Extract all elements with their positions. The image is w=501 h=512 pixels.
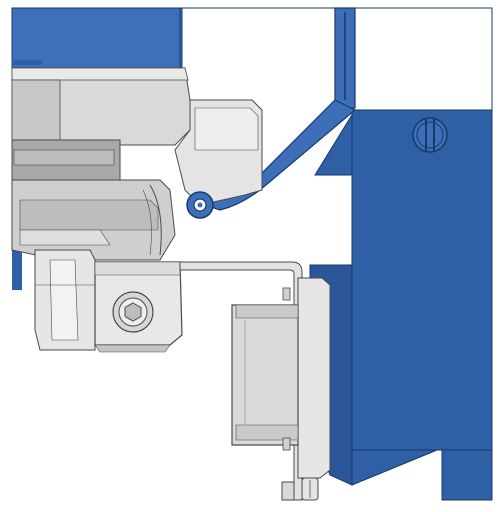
connector [231,277,331,501]
hex-socket-screw-icon [112,291,154,333]
blue-top-panel [11,7,183,69]
pivot-pin-icon [186,191,214,219]
connector-body [231,304,299,446]
connector-flange [297,277,331,479]
blue-left-strip-top [12,60,42,65]
blue-right-column [351,109,493,451]
slot-screw-icon [412,117,448,153]
blue-housing [11,7,493,501]
screw-bracket [94,261,183,353]
grey-body [11,67,263,351]
